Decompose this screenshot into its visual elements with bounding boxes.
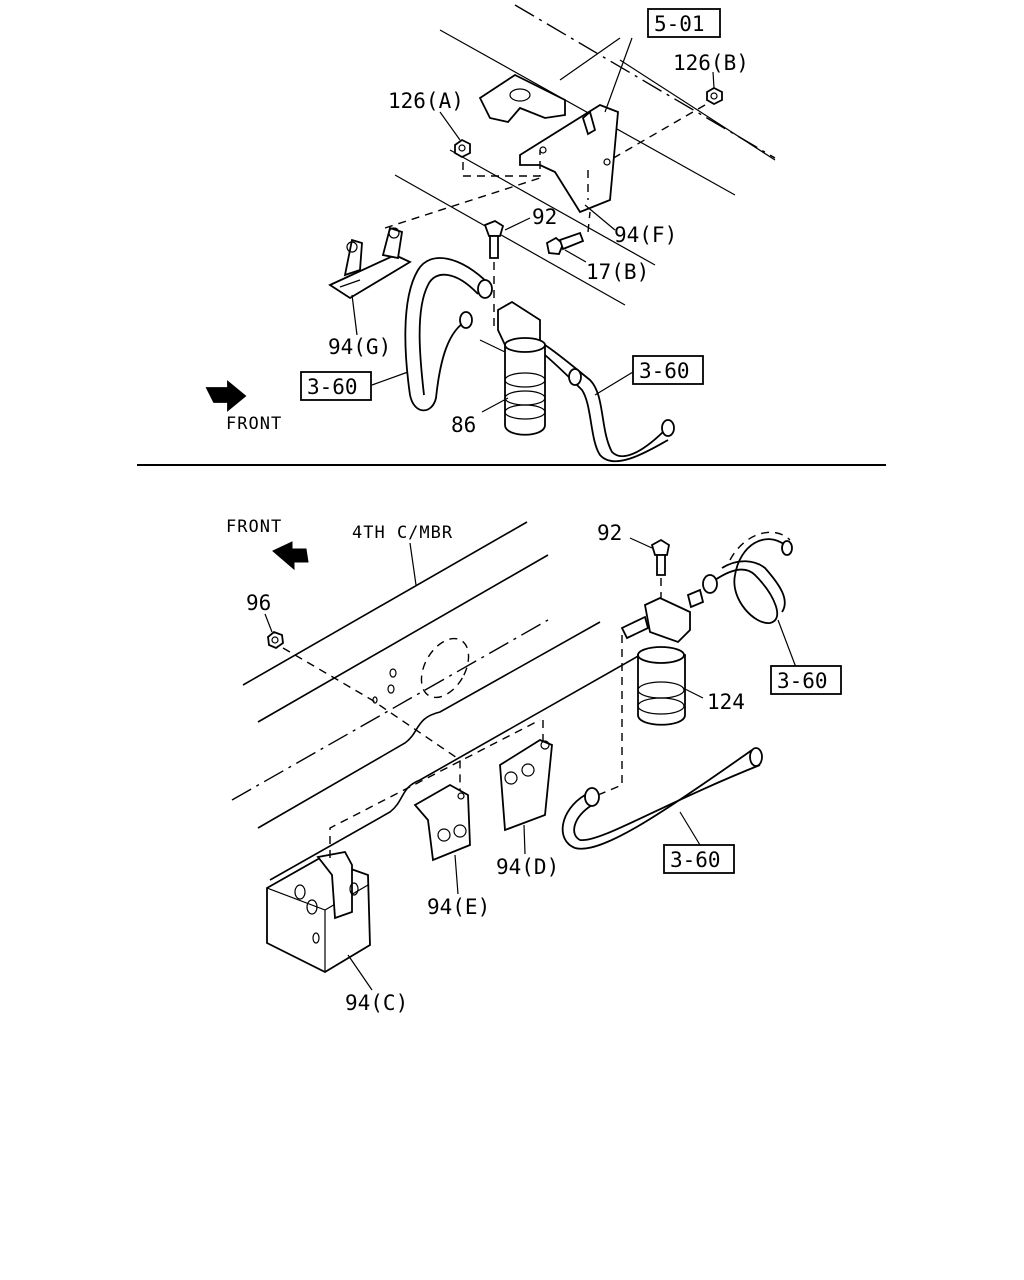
- ref-box-5-01: [647, 8, 721, 38]
- leader-94c: [347, 954, 373, 991]
- frame-line: [619, 59, 776, 161]
- ref-3-60-right-upper: 3-60: [639, 359, 690, 383]
- leader-92: [504, 217, 531, 231]
- lower-view: FRONT 4TH C/MBR 92 96 3-60 124 3-60 94(D…: [226, 517, 842, 1015]
- leader-3-60-left: [371, 371, 409, 386]
- leader-94d: [523, 824, 526, 855]
- bracket-94f: [519, 103, 619, 214]
- leader-92: [629, 537, 653, 549]
- bolt-92-lower: [650, 538, 671, 598]
- bracket-94c: [266, 719, 541, 974]
- leader-126b: [712, 71, 715, 89]
- ref-3-60-lower-lower: 3-60: [670, 848, 721, 872]
- label-86: 86: [451, 413, 476, 437]
- upper-bracket: [478, 73, 566, 123]
- filter-124: [597, 588, 705, 796]
- ref-box-3-60-upper: [770, 665, 842, 695]
- clamp-94g: [328, 177, 541, 300]
- leader-94f: [584, 204, 616, 231]
- frame-line: [449, 149, 656, 266]
- label-17b: 17(B): [586, 260, 649, 284]
- member-hole: [389, 668, 397, 678]
- nut-126b: [587, 86, 723, 200]
- upper-view: 5-01 126(B) 126(A) 92 94(F) 17(B) 94(G) …: [205, 4, 776, 463]
- filter-86: [479, 300, 546, 436]
- cross-member-centerline: [231, 619, 549, 801]
- hose-right-upper: [544, 344, 675, 463]
- member-hole: [420, 637, 470, 699]
- leader-126a: [439, 111, 461, 141]
- label-94g: 94(G): [328, 335, 391, 359]
- ref-box-3-60-left: [300, 371, 372, 401]
- hose-left-upper: [404, 257, 493, 412]
- ref-box-3-60-right: [632, 355, 704, 385]
- frame-line: [394, 174, 626, 306]
- label-126a: 126(A): [388, 89, 464, 113]
- cross-member-edge: [242, 521, 528, 686]
- leader-94g: [351, 294, 358, 336]
- label-94f: 94(F): [614, 223, 677, 247]
- leader-17b: [564, 249, 587, 263]
- label-92-upper: 92: [532, 205, 557, 229]
- label-92-lower: 92: [597, 521, 622, 545]
- label-126b: 126(B): [673, 51, 749, 75]
- nut-96: [267, 630, 461, 790]
- leader-5-01: [559, 37, 621, 81]
- ref-3-60-left-upper: 3-60: [307, 375, 358, 399]
- ref-5-01: 5-01: [654, 12, 705, 36]
- label-124: 124: [707, 690, 745, 714]
- front-arrow-icon: [272, 541, 309, 571]
- member-hole: [372, 696, 378, 704]
- label-94c: 94(C): [345, 991, 408, 1015]
- bolt-92-upper: [483, 219, 505, 330]
- label-94e: 94(E): [427, 895, 490, 919]
- bracket-94d: [499, 720, 553, 832]
- hose-upper-lower-view: [702, 531, 793, 624]
- leader-94e: [454, 854, 459, 895]
- bracket-94e: [413, 783, 471, 862]
- leader-124: [682, 687, 704, 699]
- leader-96: [264, 613, 273, 633]
- member-label: 4TH C/MBR: [352, 523, 453, 543]
- label-96: 96: [246, 591, 271, 615]
- leader-86: [481, 397, 509, 413]
- nut-126a: [454, 138, 541, 177]
- ref-box-3-60-lower: [663, 844, 735, 874]
- member-hole: [387, 684, 395, 694]
- cross-member-edge: [269, 654, 641, 881]
- cross-member-edge: [257, 554, 549, 723]
- front-arrow-icon: [205, 380, 247, 412]
- leader-3-60-lower: [679, 811, 701, 846]
- front-label-lower: FRONT: [226, 517, 282, 537]
- leader-4th-mbr: [409, 542, 417, 586]
- front-label-upper: FRONT: [226, 414, 282, 434]
- ref-3-60-upper-lower: 3-60: [777, 669, 828, 693]
- cross-member-edge: [257, 621, 601, 829]
- hose-lower-lower-view: [561, 747, 763, 850]
- label-94d: 94(D): [496, 855, 559, 879]
- leader-5-01: [604, 37, 633, 113]
- bolt-17b: [545, 211, 591, 255]
- leader-3-60-right: [594, 371, 634, 396]
